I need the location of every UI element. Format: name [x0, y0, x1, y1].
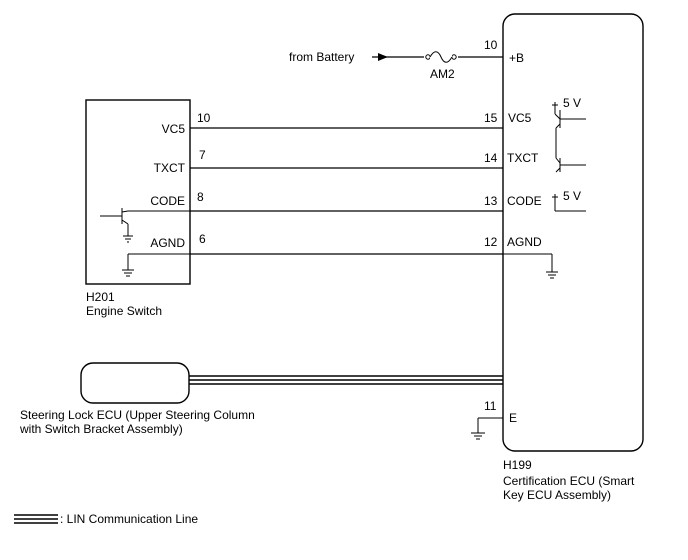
ecu-name-2: Key ECU Assembly)	[503, 488, 611, 502]
ecu-supply-code: 5 V	[563, 189, 581, 203]
code-supply-icon	[552, 194, 586, 212]
es-pin-code: 8	[197, 190, 204, 204]
ecu-pin-code: 13	[484, 194, 498, 208]
es-label-code: CODE	[150, 194, 185, 208]
ecu-label-vc5: VC5	[508, 111, 532, 125]
es-pin-txct: 7	[199, 148, 206, 162]
vc5-supply-icon	[552, 102, 586, 129]
es-label-agnd: AGND	[150, 236, 185, 250]
ecu-pin-vc5: 15	[484, 111, 498, 125]
ecu-pin-txct: 14	[484, 151, 498, 165]
es-pin-agnd: 6	[199, 232, 206, 246]
certification-ecu-box	[502, 13, 644, 452]
ecu-label-code: CODE	[507, 194, 542, 208]
steering-lock-name-2: with Switch Bracket Assembly)	[19, 422, 183, 436]
fuse-icon	[424, 51, 458, 63]
ecu-label-agnd: AGND	[507, 235, 542, 249]
ecu-label-txct: TXCT	[507, 151, 539, 165]
ecu-label-e: E	[509, 411, 517, 425]
ecu-agnd-ground-icon	[503, 253, 558, 279]
battery-terminal: +B	[509, 51, 524, 65]
txct-transistor-icon	[555, 128, 586, 173]
fuse-label: AM2	[430, 67, 455, 81]
steering-lock-name-1: Steering Lock ECU (Upper Steering Column	[20, 408, 255, 422]
es-name: Engine Switch	[86, 304, 162, 318]
lin-bus-lines	[189, 375, 503, 385]
ecu-pin-agnd: 12	[484, 235, 498, 249]
es-label-txct: TXCT	[154, 161, 186, 175]
ecu-supply-vc5: 5 V	[563, 96, 581, 110]
ecu-name-1: Certification ECU (Smart	[503, 474, 635, 488]
es-label-vc5: VC5	[162, 122, 186, 136]
ecu-connector: H199	[503, 458, 532, 472]
battery-pin: 10	[484, 38, 498, 52]
battery-label: from Battery	[289, 50, 354, 64]
es-pin-vc5: 10	[197, 111, 211, 125]
code-transistor-icon	[100, 208, 190, 243]
es-connector: H201	[86, 290, 115, 304]
steering-lock-ecu-box	[80, 362, 190, 404]
ecu-e-ground-icon	[471, 417, 503, 440]
battery-arrow-icon	[378, 53, 388, 61]
engine-switch-box	[85, 99, 191, 285]
ecu-pin-e: 11	[484, 399, 497, 413]
lin-legend-label: : LIN Communication Line	[60, 512, 198, 526]
lin-legend-icon	[14, 514, 58, 524]
es-ground-icon	[122, 253, 190, 277]
